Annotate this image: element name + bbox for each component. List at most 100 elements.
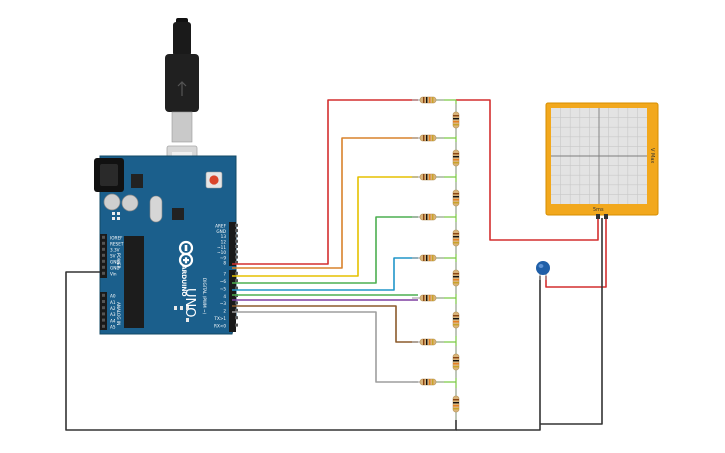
header-pin[interactable] <box>102 300 105 303</box>
pin-label: AREF <box>215 224 226 229</box>
header-pin[interactable] <box>102 247 105 251</box>
header-pin[interactable] <box>102 235 105 239</box>
digital-header-label: DIGITAL (PWM ~) <box>202 278 207 314</box>
resistor[interactable] <box>452 222 460 254</box>
wire-ground-scope[interactable] <box>540 218 603 425</box>
icsp-header <box>112 212 120 220</box>
usb-chip <box>172 208 184 220</box>
resistor[interactable] <box>412 378 444 386</box>
reset-button-cap[interactable] <box>209 175 219 185</box>
header-pin[interactable] <box>235 223 238 227</box>
resistor[interactable] <box>452 304 460 336</box>
status-leds <box>174 306 189 322</box>
wire-blue-pin9[interactable] <box>232 257 418 291</box>
board-brand: ARDUINO <box>180 265 187 296</box>
pin-label: GND <box>216 229 226 234</box>
resistor[interactable] <box>412 96 444 104</box>
resistor[interactable] <box>412 213 444 221</box>
header-pin[interactable] <box>102 241 105 245</box>
resistor[interactable] <box>452 104 460 136</box>
oscilloscope[interactable]: V Max 5ms <box>545 102 659 219</box>
header-pin[interactable] <box>102 253 105 257</box>
analog-header-label: ANALOG IN <box>116 302 121 325</box>
wire-green-pin10[interactable] <box>232 216 418 284</box>
resistor[interactable] <box>452 142 460 174</box>
resistor[interactable] <box>452 346 460 378</box>
wire-red-scope-cap[interactable] <box>545 218 607 288</box>
header-pin[interactable] <box>235 260 238 264</box>
resistor[interactable] <box>412 134 444 142</box>
scope-bottom-label: 5ms <box>593 207 604 213</box>
header-pin[interactable] <box>235 316 238 320</box>
digital-header-top <box>229 222 236 266</box>
header-pin[interactable] <box>235 239 238 243</box>
resistor[interactable] <box>412 294 444 302</box>
pin-label: TX>1 <box>213 316 226 321</box>
wire-brown-pin6[interactable] <box>232 305 418 343</box>
resistor[interactable] <box>412 173 444 181</box>
pin-label: ~10 <box>217 250 226 255</box>
header-pin[interactable] <box>102 259 105 263</box>
pin-label: A5 <box>110 325 116 330</box>
pin-label: RX<0 <box>214 323 226 328</box>
header-pin[interactable] <box>102 318 105 322</box>
wire-yellow-pin11[interactable] <box>232 176 418 277</box>
wire-red-dac-out[interactable] <box>456 99 599 241</box>
header-pin[interactable] <box>235 286 238 290</box>
header-pin[interactable] <box>235 234 238 238</box>
resistor[interactable] <box>412 254 444 262</box>
pin-label: IOREF <box>110 236 123 241</box>
header-pin[interactable] <box>102 271 105 275</box>
wire-gray-pin5[interactable] <box>232 311 418 383</box>
wire-orange-pin12[interactable] <box>232 137 418 269</box>
pin-label: ~6 <box>220 279 227 284</box>
header-pin[interactable] <box>235 271 238 275</box>
board-name: UNO <box>182 288 197 317</box>
analog-header <box>100 292 107 330</box>
wire-red-pin13[interactable] <box>232 99 418 265</box>
pin-label: ~3 <box>220 301 227 306</box>
pin-label: RESET <box>110 242 124 247</box>
pin-label: A4 <box>110 318 116 323</box>
header-pin[interactable] <box>235 229 238 233</box>
resistor[interactable] <box>452 262 460 294</box>
pin-label: GND <box>110 260 120 265</box>
pin-label: 3.3V <box>110 248 120 253</box>
pin-label: A2 <box>110 306 116 311</box>
wire-ground-cap[interactable] <box>456 276 541 431</box>
ladder-link <box>436 99 456 383</box>
header-pin[interactable] <box>102 293 105 297</box>
atmega-chip <box>124 236 144 328</box>
capacitor-component[interactable] <box>536 261 550 280</box>
header-pin[interactable] <box>102 312 105 316</box>
crystal-icon <box>149 195 163 223</box>
pin-label: 5V <box>110 254 116 259</box>
header-pin[interactable] <box>102 306 105 310</box>
header-pin[interactable] <box>235 250 238 254</box>
header-pin[interactable] <box>102 324 105 328</box>
pin-label: 13 <box>221 234 227 239</box>
header-pin[interactable] <box>235 255 238 259</box>
wire-ground-main[interactable] <box>65 271 457 431</box>
resistor[interactable] <box>452 388 460 420</box>
header-pin[interactable] <box>235 245 238 248</box>
header-pin[interactable] <box>235 301 238 305</box>
pin-label: ~5 <box>220 286 227 291</box>
voltage-regulator <box>131 174 143 188</box>
capacitor-icon <box>121 194 139 212</box>
resistor[interactable] <box>452 182 460 214</box>
resistor[interactable] <box>412 338 444 346</box>
power-header-label: POWER <box>116 253 121 269</box>
digital-header-mid <box>229 270 236 332</box>
pin-label: Vin <box>110 272 117 277</box>
pin-label: ~11 <box>217 245 226 250</box>
header-pin[interactable] <box>235 308 238 312</box>
header-pin[interactable] <box>102 265 105 269</box>
header-pin[interactable] <box>235 279 238 283</box>
pin-label: GND <box>110 266 120 271</box>
header-pin[interactable] <box>235 323 238 327</box>
arduino-logo-icon <box>178 240 194 268</box>
pin-label: A1 <box>110 300 116 305</box>
